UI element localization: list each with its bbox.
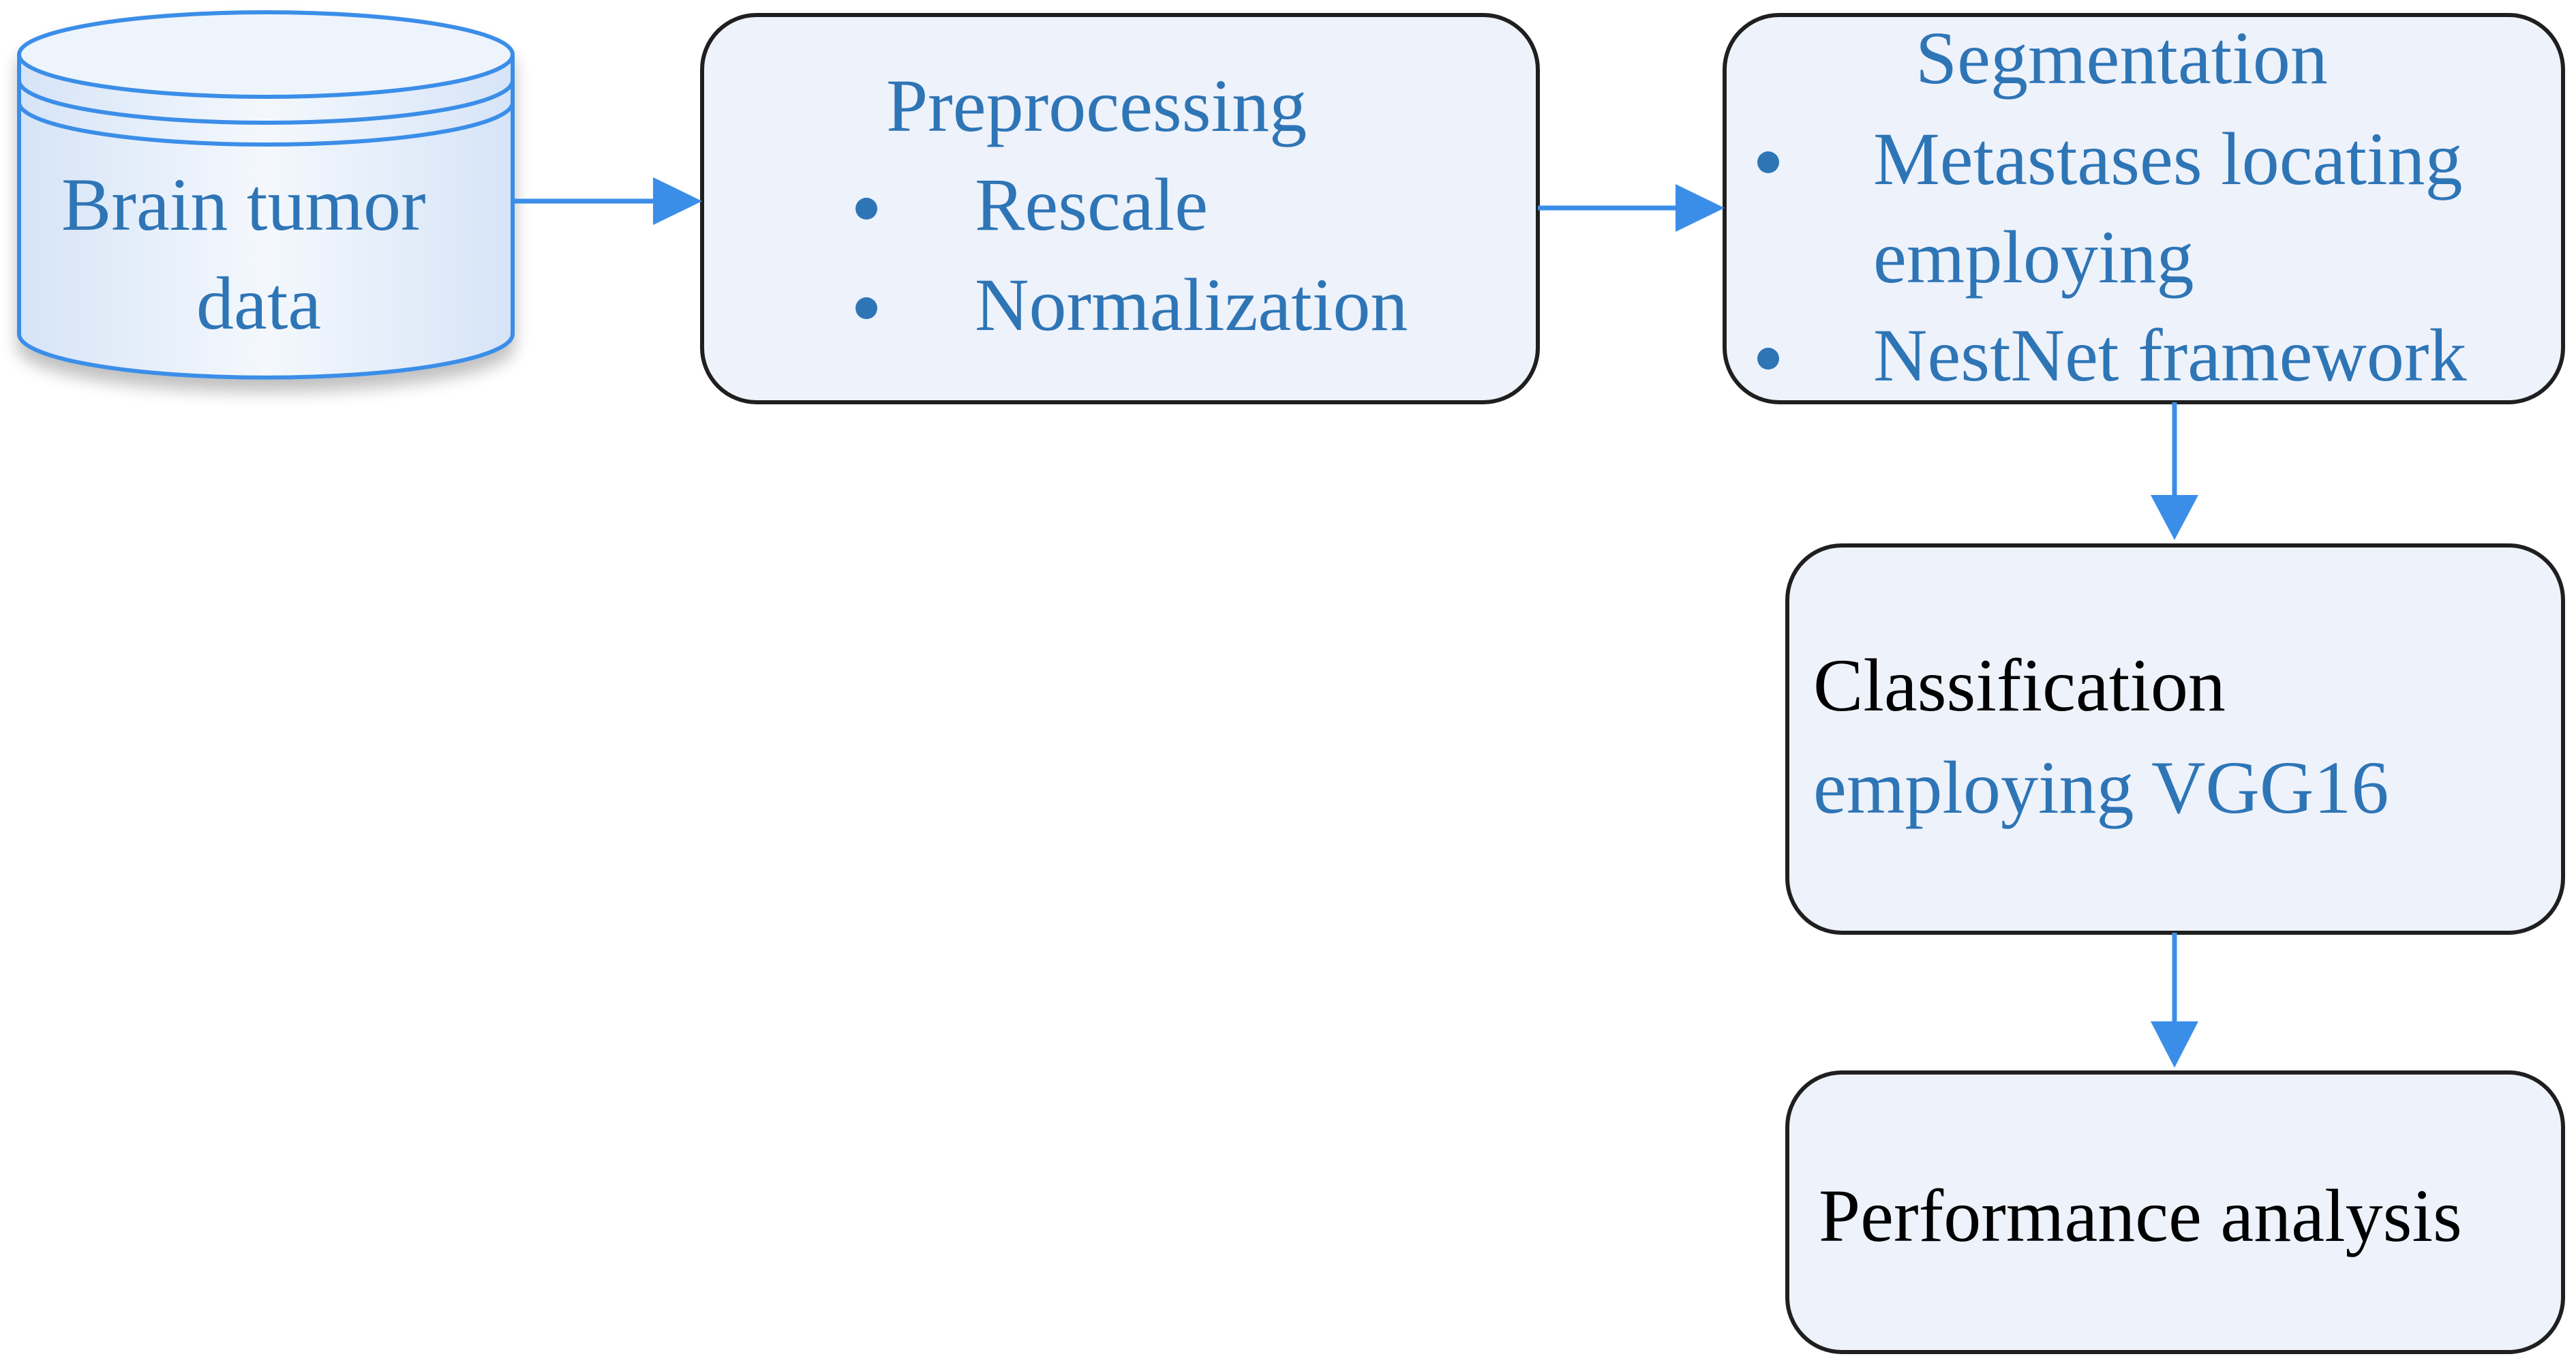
performance-box <box>1785 1070 2565 1354</box>
data-source-label-line2: data <box>196 262 322 345</box>
preprocessing-item-normalization: Normalization <box>975 263 1408 346</box>
segmentation-bullet-2 <box>1757 348 1779 370</box>
performance-title: Performance analysis <box>1819 1174 2462 1257</box>
classification-line1: Classification <box>1813 644 2226 727</box>
classification-box <box>1785 543 2565 935</box>
arrowhead-segmentation-to-classification <box>2151 495 2198 540</box>
classification-line2: employing VGG16 <box>1813 746 2389 829</box>
data-source-cylinder <box>17 10 515 380</box>
preprocessing-bullet-1 <box>855 198 877 220</box>
preprocessing-bullet-2 <box>855 297 877 319</box>
arrowhead-classification-to-performance <box>2151 1021 2198 1068</box>
segmentation-title: Segmentation <box>1915 16 2328 100</box>
segmentation-item-employing: employing <box>1873 215 2194 299</box>
arrowhead-preprocessing-to-segmentation <box>1676 184 1725 232</box>
data-source-label-line1: Brain tumor <box>61 163 426 246</box>
arrowhead-data-to-preprocessing <box>653 177 702 225</box>
preprocessing-item-rescale: Rescale <box>975 163 1209 246</box>
segmentation-bullet-1 <box>1757 151 1779 173</box>
segmentation-item-metastases: Metastases locating <box>1873 117 2463 200</box>
segmentation-item-nestnet: NestNet framework <box>1873 314 2467 397</box>
preprocessing-title: Preprocessing <box>886 64 1307 147</box>
segmentation-box <box>1723 13 2565 404</box>
